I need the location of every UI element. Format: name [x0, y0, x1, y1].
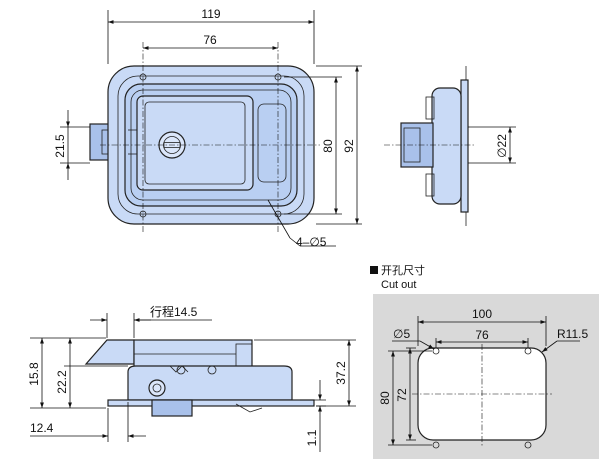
paddle-wedge [84, 339, 135, 365]
dim-76: 76 [203, 33, 217, 47]
dim-15-8: 15.8 [27, 362, 41, 386]
cutout-square-icon [370, 266, 378, 274]
dim-dia-22: ∅22 [495, 134, 509, 158]
dim-92: 92 [342, 139, 356, 153]
dim-22-2: 22.2 [55, 370, 69, 394]
cutout-title-en: Cut out [381, 279, 416, 291]
cutout-section: 开孔尺寸 Cut out 100 76 80 72 R11 [370, 263, 599, 459]
side-body [431, 87, 462, 205]
front-view: 119 76 80 92 21.5 4–∅5 [53, 7, 362, 249]
dim-119: 119 [201, 7, 220, 21]
cutout-title-cn: 开孔尺寸 [381, 263, 425, 277]
cutout-dim-76: 76 [475, 328, 489, 342]
bottom-view: 行程14.5 15.8 22.2 37.2 12.4 1.1 [27, 304, 356, 452]
cutout-hole-dia: ∅5 [393, 327, 410, 341]
housing [127, 365, 293, 401]
cutout-dim-80: 80 [378, 391, 392, 405]
dim-12-4: 12.4 [30, 421, 54, 435]
side-view: ∅22 [384, 66, 516, 226]
dim-37-2: 37.2 [334, 361, 348, 385]
dim-4-holes: 4–∅5 [296, 235, 327, 249]
dim-80: 80 [321, 139, 335, 153]
paddle-handle [136, 95, 254, 191]
cutout-dim-100: 100 [472, 307, 492, 321]
cutout-dim-72: 72 [395, 388, 409, 402]
cutout-hole-bl [432, 441, 440, 449]
cutout-hole-br [524, 441, 532, 449]
dim-21-5: 21.5 [53, 134, 67, 158]
side-flange [460, 79, 469, 213]
side-latch [400, 122, 434, 168]
dim-travel-14-5: 行程14.5 [150, 304, 198, 319]
bottom-flange [107, 399, 315, 407]
cutout-radius: R11.5 [557, 327, 588, 341]
dim-1-1: 1.1 [305, 429, 319, 446]
